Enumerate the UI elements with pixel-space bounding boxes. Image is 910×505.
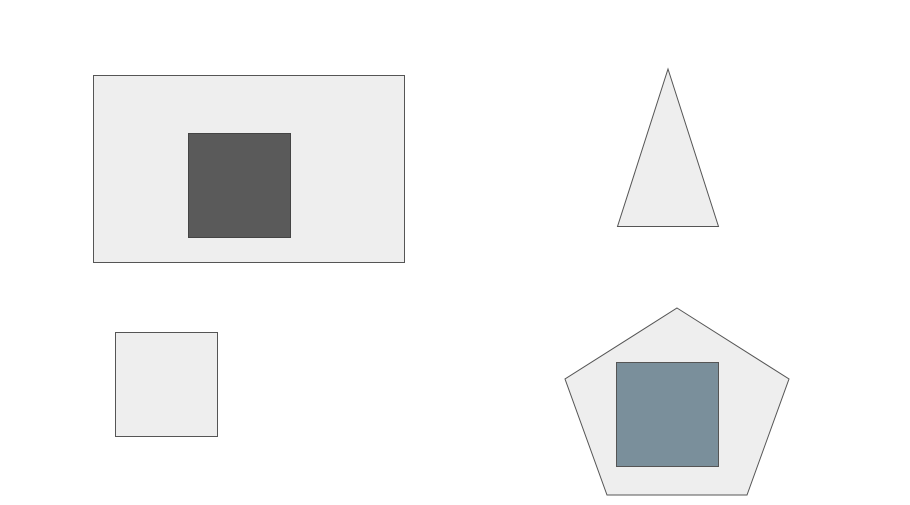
dark-square (188, 133, 291, 238)
blue-square (616, 362, 719, 467)
pentagon-group (564, 307, 790, 496)
large-rectangle-group (93, 75, 405, 263)
small-square (115, 332, 218, 437)
triangle (616, 67, 720, 227)
